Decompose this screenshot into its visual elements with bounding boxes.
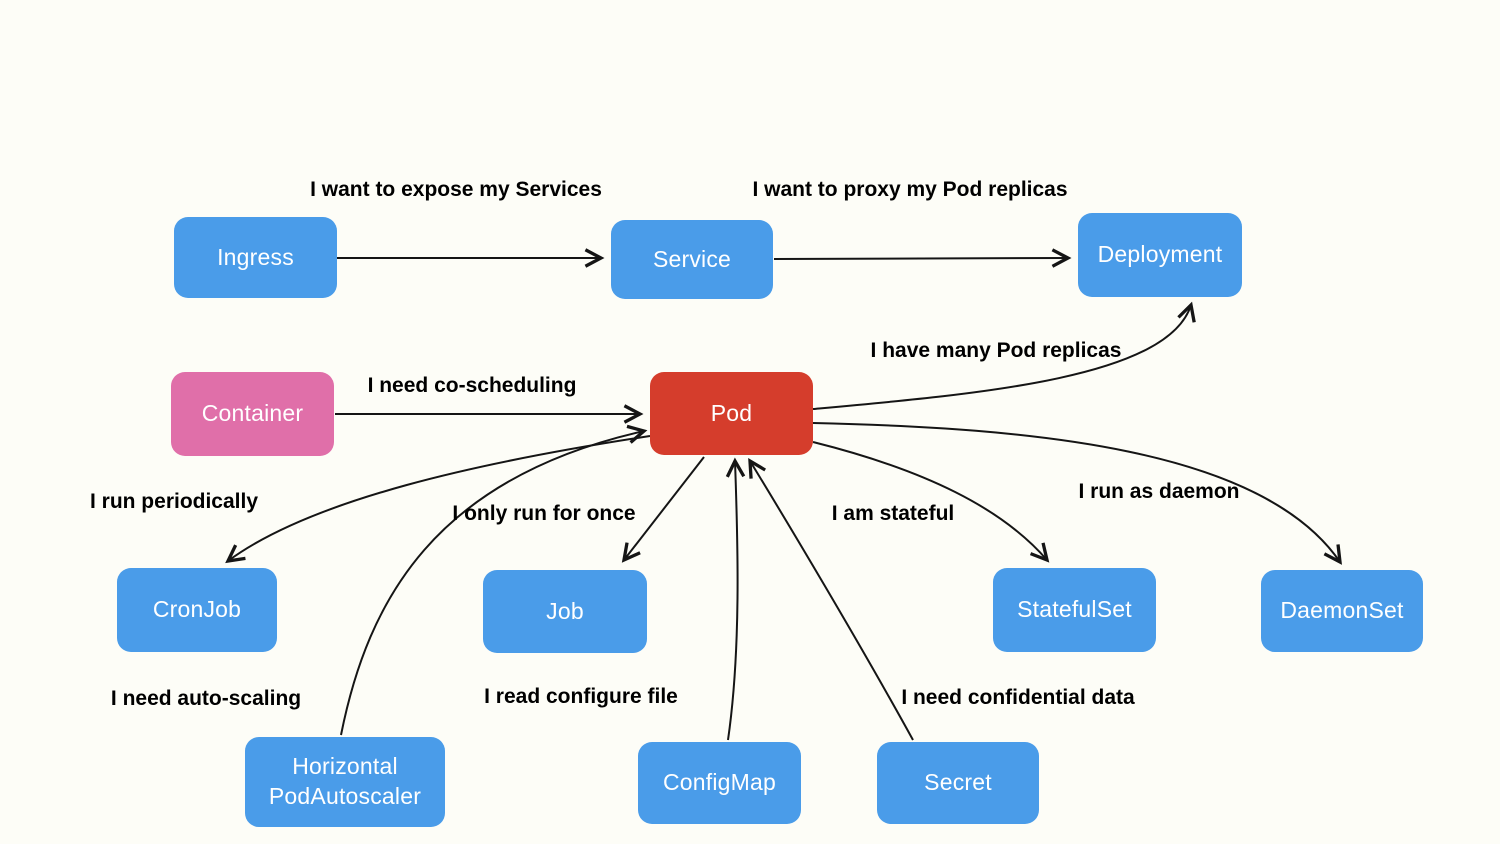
edge-label-pod-statefulset: I am stateful bbox=[831, 502, 955, 525]
edge-pod-daemonset bbox=[812, 422, 1342, 565]
node-label: Deployment bbox=[1097, 241, 1223, 268]
edge-pod-job bbox=[621, 456, 705, 563]
node-label: StatefulSet bbox=[1017, 596, 1132, 623]
node-service: Service bbox=[611, 220, 773, 299]
node-job: Job bbox=[483, 570, 647, 653]
node-label: Secret bbox=[924, 769, 992, 796]
edge-pod-deployment bbox=[812, 301, 1196, 410]
node-deployment: Deployment bbox=[1078, 213, 1242, 297]
edge-label-ingress-service: I want to expose my Services bbox=[310, 178, 602, 201]
edge-label-hpa-pod: I need auto-scaling bbox=[110, 687, 302, 710]
node-label: Service bbox=[652, 245, 732, 272]
node-label: Pod bbox=[710, 399, 753, 426]
node-label: CronJob bbox=[152, 596, 242, 623]
edge-label-configmap-pod: I read configure file bbox=[484, 685, 678, 708]
edge-configmap-pod bbox=[725, 457, 746, 741]
edge-service-deployment bbox=[773, 248, 1072, 268]
edge-label-pod-daemonset: I run as daemon bbox=[1078, 480, 1240, 503]
edge-pod-cronjob bbox=[225, 435, 651, 564]
edge-label-pod-cronjob: I run periodically bbox=[89, 490, 259, 513]
node-label: Ingress bbox=[217, 243, 294, 270]
node-daemonset: DaemonSet bbox=[1261, 570, 1423, 652]
node-label: Container bbox=[201, 400, 304, 427]
edge-pod-statefulset bbox=[812, 441, 1050, 563]
node-container: Container bbox=[171, 372, 334, 456]
node-label: Job bbox=[546, 597, 584, 624]
node-pod: Pod bbox=[650, 372, 813, 455]
node-label: ConfigMap bbox=[662, 769, 777, 796]
node-ingress: Ingress bbox=[174, 217, 337, 298]
edge-label-container-pod: I need co-scheduling bbox=[367, 374, 577, 397]
node-configmap: ConfigMap bbox=[638, 742, 801, 824]
node-cronjob: CronJob bbox=[117, 568, 277, 652]
edge-label-secret-pod: I need confidential data bbox=[901, 686, 1135, 709]
edge-secret-pod bbox=[748, 457, 914, 741]
node-label: Horizontal PodAutoscaler bbox=[268, 753, 422, 809]
node-hpa: Horizontal PodAutoscaler bbox=[245, 737, 445, 827]
edge-hpa-pod bbox=[340, 424, 648, 736]
edge-label-pod-deployment: I have many Pod replicas bbox=[870, 339, 1122, 362]
edge-label-service-deployment: I want to proxy my Pod replicas bbox=[752, 178, 1068, 201]
node-statefulset: StatefulSet bbox=[993, 568, 1156, 652]
node-label: DaemonSet bbox=[1280, 597, 1404, 624]
edge-label-pod-job: I only run for once bbox=[452, 502, 636, 525]
node-secret: Secret bbox=[877, 742, 1039, 824]
